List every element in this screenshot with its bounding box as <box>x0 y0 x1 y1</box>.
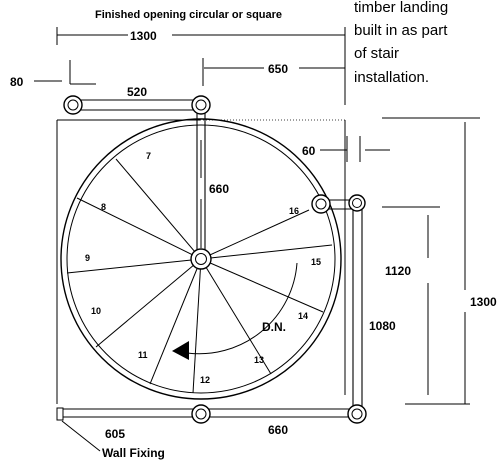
landing-note-line-3: of stair <box>354 45 399 62</box>
post-bottom-centre <box>191 404 211 424</box>
posts <box>63 95 367 424</box>
step-number-8: 8 <box>101 202 106 212</box>
stair-outer-edge <box>60 118 342 400</box>
dim-bottom-rail: 660 <box>268 423 288 437</box>
step-number-7: 7 <box>146 151 151 161</box>
upper-landing-handrail <box>73 99 206 256</box>
step-number-14: 14 <box>298 311 308 321</box>
dimension-labels: 1300 80 520 650 60 660 1120 1300 1080 60… <box>10 29 497 441</box>
dim-landing-depth: 1120 <box>385 264 411 278</box>
step-number-13: 13 <box>254 355 264 365</box>
dim-gap: 60 <box>302 144 316 158</box>
wall-fixing-leader <box>61 420 101 452</box>
spiral-stair <box>60 118 342 400</box>
step-number-12: 12 <box>200 375 210 385</box>
landing-note-line-4: installation. <box>354 69 429 86</box>
dim-side-rail: 1080 <box>369 319 396 333</box>
landing-note-line-2: built in as part <box>354 22 448 39</box>
diagram-title: Finished opening circular or square <box>95 9 282 21</box>
post-landing-right <box>348 194 366 212</box>
step-number-9: 9 <box>85 253 90 263</box>
dimension-lines <box>34 27 480 405</box>
step-number-11: 11 <box>138 350 148 360</box>
dim-overall-width: 1300 <box>130 29 157 43</box>
post-landing-left <box>311 194 331 214</box>
direction-label: D.N. <box>262 320 286 334</box>
centre-column <box>190 248 212 270</box>
direction-arrowhead <box>172 341 189 360</box>
post-bottom-right <box>347 404 367 424</box>
step-number-10: 10 <box>91 306 101 316</box>
step-numbers: 7 8 9 10 11 12 13 14 15 16 <box>85 151 321 385</box>
step-number-15: 15 <box>311 257 321 267</box>
post-top-left <box>63 95 83 115</box>
finished-opening-outline <box>56 119 346 404</box>
dim-overall-depth: 1300 <box>470 295 497 309</box>
dim-column-to-rail: 660 <box>209 182 229 196</box>
stair-inner-edge <box>66 124 336 394</box>
dim-landing-arm: 520 <box>127 85 147 99</box>
wall-fixing-label: Wall Fixing <box>102 446 165 460</box>
direction-arc <box>186 262 298 355</box>
step-number-16: 16 <box>289 206 299 216</box>
post-top-right <box>191 95 211 115</box>
wall-fixing-bracket <box>56 407 64 421</box>
landing-note-line-1: timber landing <box>354 0 448 16</box>
dim-left-offset: 80 <box>10 75 24 89</box>
tread-lines <box>66 158 333 394</box>
dim-centre-to-right: 650 <box>268 62 288 76</box>
dim-bottom-left: 605 <box>105 427 125 441</box>
